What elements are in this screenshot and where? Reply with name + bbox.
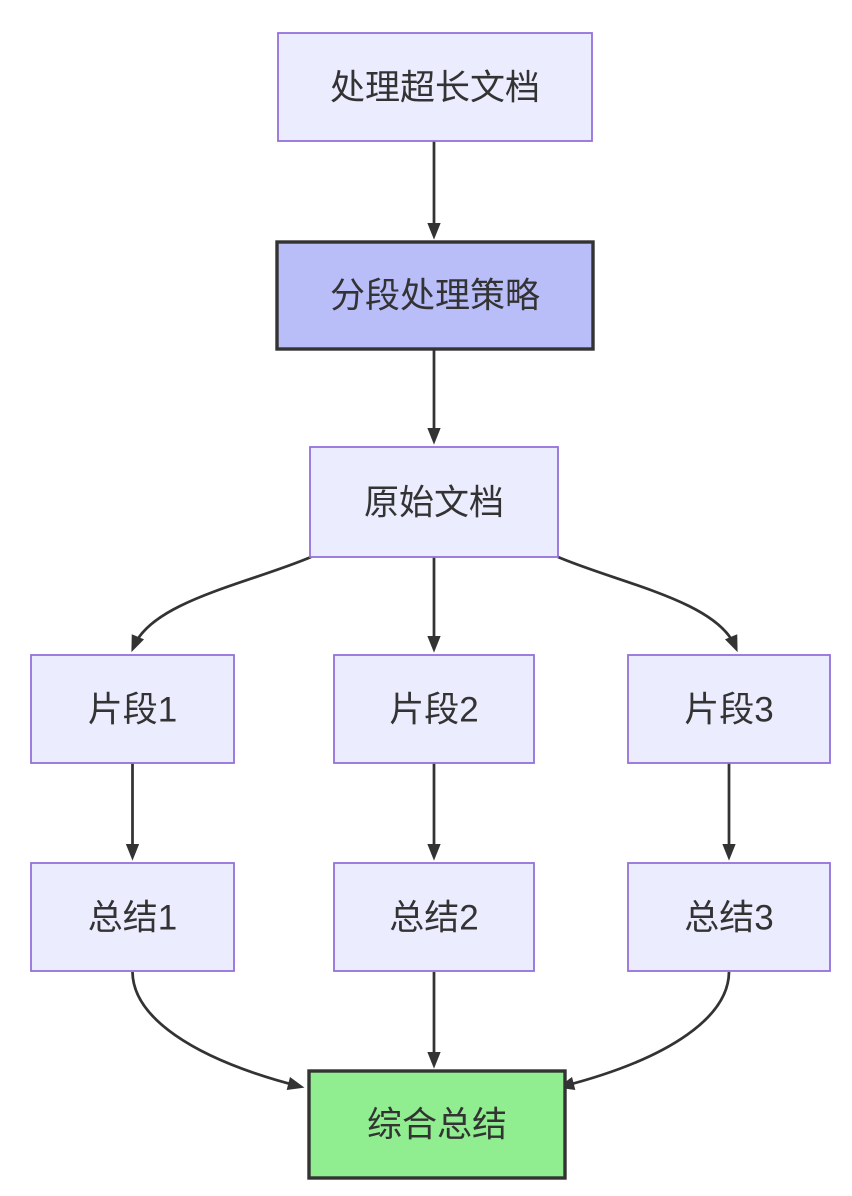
edge-original-doc-to-fragment-3 — [557, 555, 738, 653]
node-segmentation-strategy-box — [275, 240, 595, 351]
node-original-doc: 原始文档 — [309, 446, 559, 558]
node-original-doc-box — [309, 446, 559, 558]
node-original-doc-label: 原始文档 — [364, 484, 504, 523]
node-summary-1-label: 总结1 — [88, 899, 177, 938]
node-summary-3-box — [627, 862, 831, 972]
node-summary-2-label: 总结2 — [389, 899, 478, 938]
node-process-long-doc-label: 处理超长文档 — [330, 69, 540, 108]
node-fragment-1-label: 片段1 — [88, 691, 177, 730]
node-segmentation-strategy: 分段处理策略 — [275, 240, 595, 351]
node-process-long-doc: 处理超长文档 — [277, 32, 593, 142]
node-fragment-1: 片段1 — [30, 654, 235, 764]
node-summary-1-box — [30, 862, 235, 972]
edge-original-doc-to-fragment-1 — [131, 555, 312, 653]
node-layer: 处理超长文档 分段处理策略 原始文档 片段1 片段2 片段3 — [30, 32, 831, 1180]
node-fragment-2: 片段2 — [333, 654, 535, 764]
edge-summary-3-to-combined-summary — [557, 971, 731, 1090]
node-fragment-2-box — [333, 654, 535, 764]
edge-layer — [125, 141, 738, 1090]
node-summary-3-label: 总结3 — [684, 899, 773, 938]
node-process-long-doc-box — [277, 32, 593, 142]
node-fragment-3: 片段3 — [627, 654, 831, 764]
node-segmentation-strategy-label: 分段处理策略 — [330, 277, 540, 316]
node-combined-summary-box — [307, 1069, 567, 1180]
node-summary-2-box — [333, 862, 535, 972]
node-combined-summary-label: 综合总结 — [367, 1106, 507, 1145]
node-fragment-2-label: 片段2 — [389, 691, 478, 730]
node-summary-3: 总结3 — [627, 862, 831, 972]
edge-summary-1-to-combined-summary — [131, 971, 305, 1090]
node-combined-summary: 综合总结 — [307, 1069, 567, 1180]
node-fragment-3-box — [627, 654, 831, 764]
node-fragment-1-box — [30, 654, 235, 764]
node-fragment-3-label: 片段3 — [684, 691, 773, 730]
node-summary-2: 总结2 — [333, 862, 535, 972]
node-summary-1: 总结1 — [30, 862, 235, 972]
